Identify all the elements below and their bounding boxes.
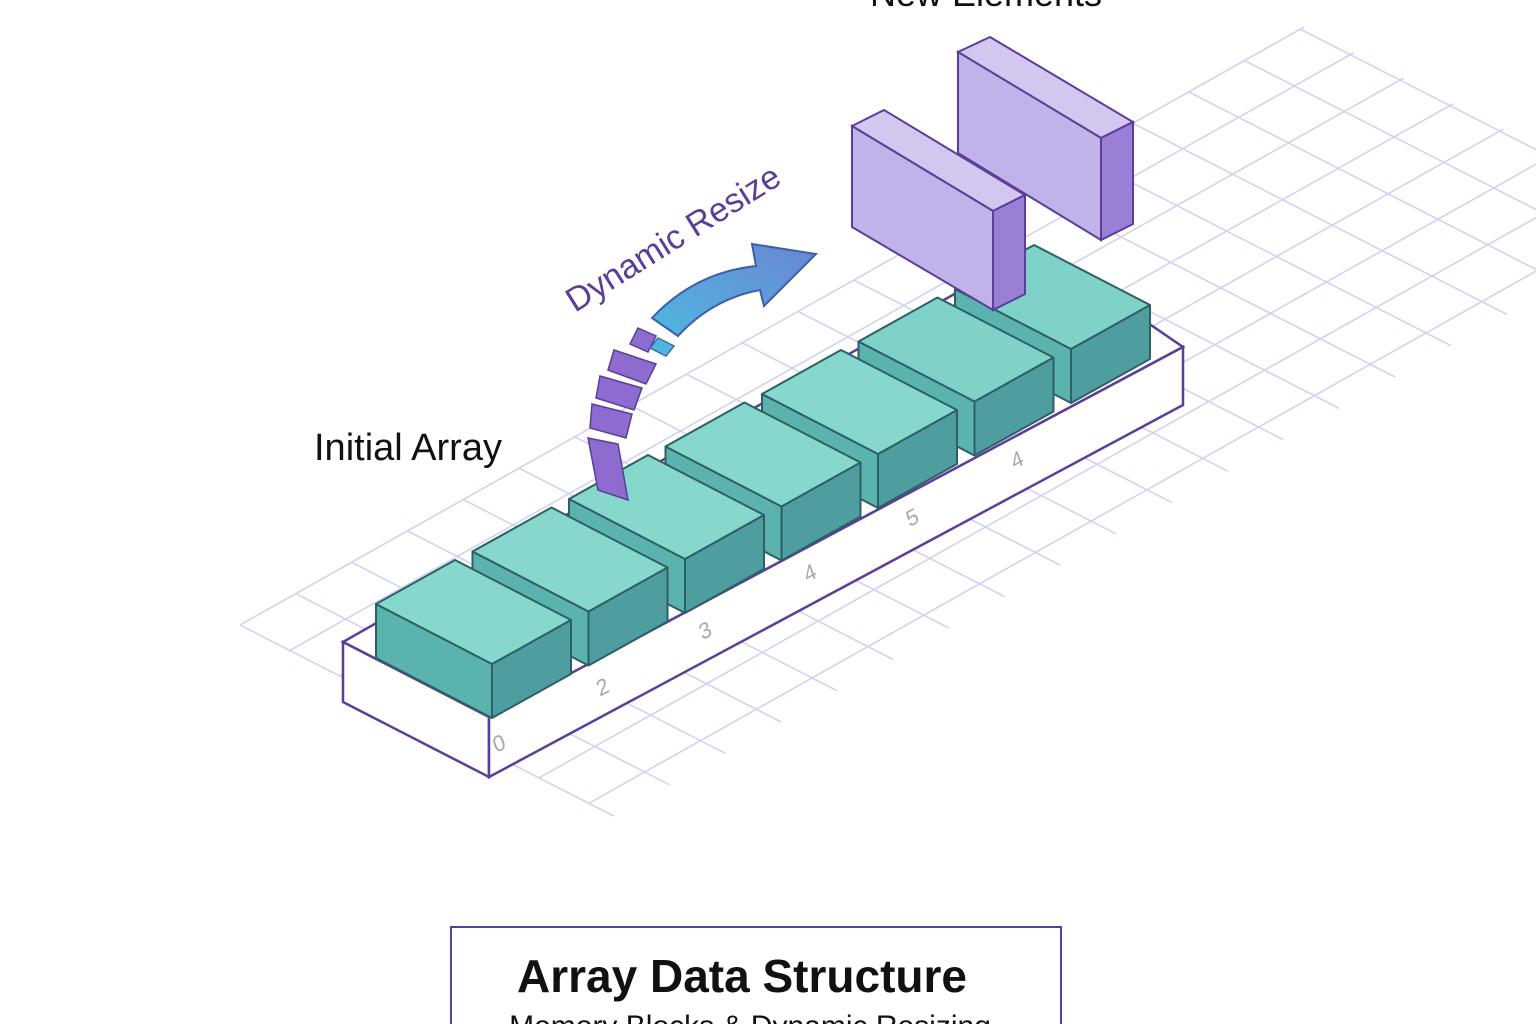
dynamic-resize-arrow <box>587 242 819 502</box>
grid-line <box>1244 59 1536 211</box>
new-element-slab-back <box>955 35 1136 242</box>
caption-box: Array Data Structure Memory Blocks & Dyn… <box>450 926 1062 1024</box>
grid-line <box>289 52 1355 652</box>
memory-block-top <box>857 296 1055 403</box>
caption-subtitle: Memory Blocks & Dynamic Resizing <box>509 1010 991 1024</box>
grid-line <box>538 216 1536 779</box>
arrow-body <box>650 242 819 338</box>
new-elements-label: New Elements <box>870 0 1102 14</box>
grid-line <box>1300 28 1536 151</box>
grid-line <box>1188 91 1536 271</box>
arrow-tail-segments <box>587 327 676 502</box>
new-element-slabs <box>849 35 1136 312</box>
dynamic-resize-label: Dynamic Resize <box>559 157 787 319</box>
grid-line <box>1132 122 1508 316</box>
memory-block-top <box>375 559 572 665</box>
initial-array-label: Initial Array <box>314 427 502 469</box>
caption-title: Array Data Structure <box>517 950 967 1002</box>
new-element-slab-front <box>849 108 1028 312</box>
caption-frame <box>450 926 1062 1024</box>
memory-block-top <box>664 401 862 508</box>
memory-block <box>375 559 572 719</box>
memory-block-top <box>471 506 669 613</box>
grid-line <box>1076 153 1452 347</box>
tray-side <box>487 344 1185 780</box>
grid-line <box>588 270 1536 805</box>
memory-block-top <box>761 349 958 455</box>
